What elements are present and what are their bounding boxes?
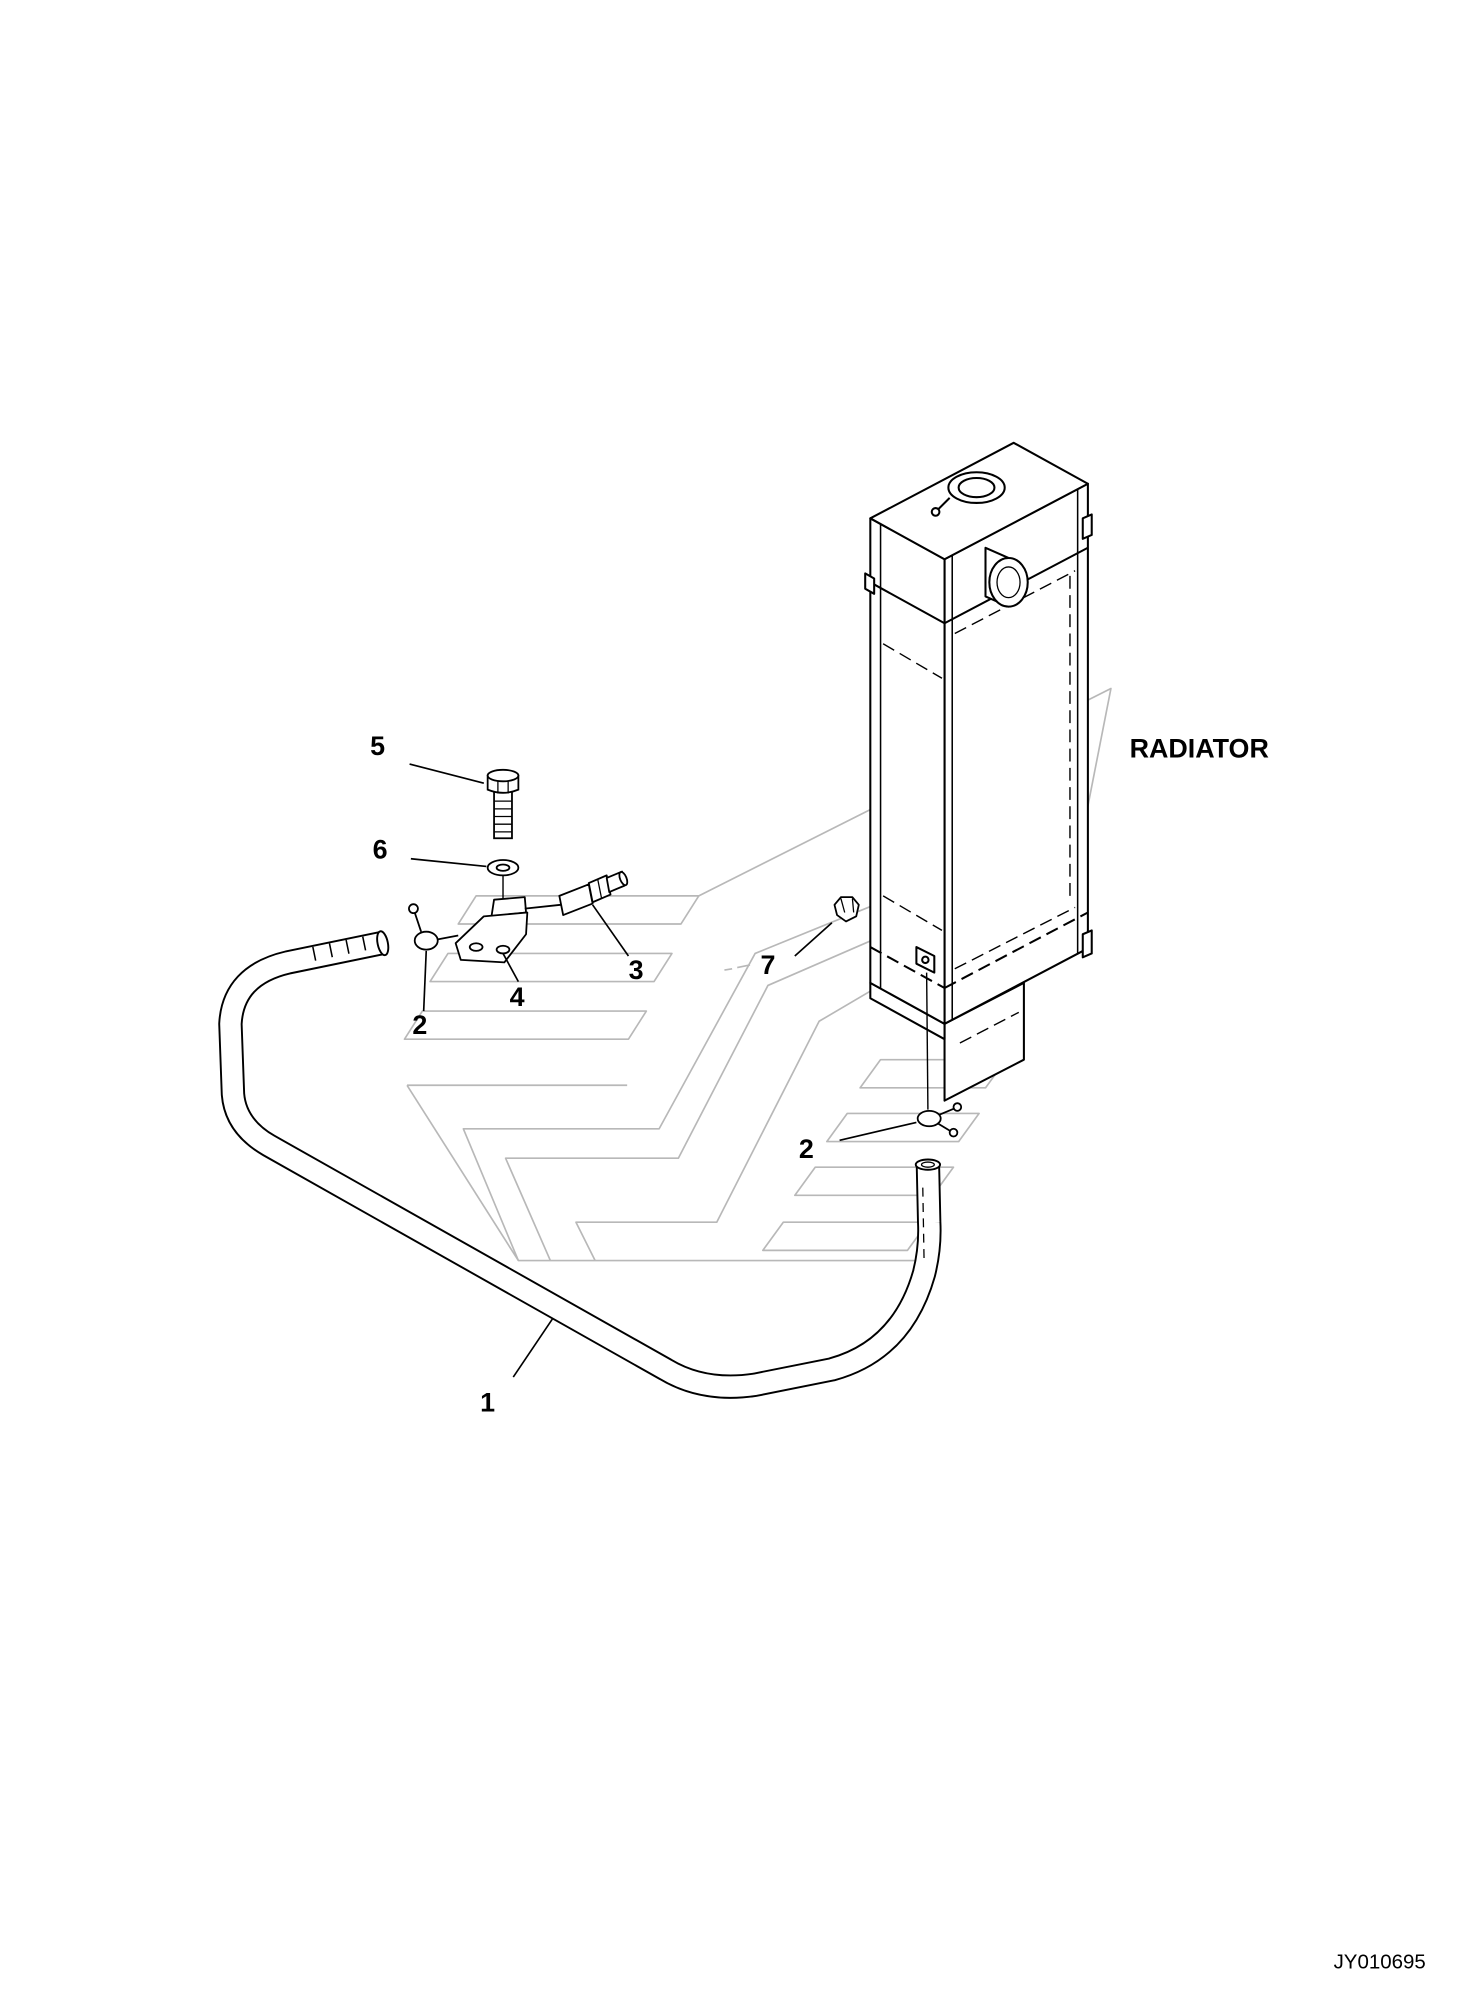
hose-clamp-lower (916, 1102, 963, 1138)
leader-line-3 (591, 904, 630, 957)
coolant-hose (218, 930, 942, 1399)
hose-marking (312, 936, 367, 961)
outlet-axis-line (925, 972, 929, 1110)
radiator-mount-tab-left (864, 572, 876, 595)
leader-line-2-upper (422, 950, 428, 1012)
leader-line-5 (409, 763, 485, 785)
bracket-hole (495, 944, 511, 955)
sensor-switch (524, 870, 629, 916)
hose-end-upper (376, 930, 390, 957)
radiator-cap (930, 471, 1006, 517)
leader-line-6 (410, 857, 487, 868)
radiator-inlet-pipe (984, 546, 1029, 608)
hose-clamp-upper (408, 903, 459, 951)
radiator (864, 441, 1093, 1102)
callout-2-lower: 2 (799, 1134, 814, 1164)
callout-6: 6 (373, 835, 388, 865)
plug (833, 896, 860, 923)
radiator-front-face (869, 517, 946, 1025)
bracket-hole (468, 942, 484, 952)
leader-line-7 (794, 922, 833, 957)
mounting-bracket (454, 896, 529, 964)
drawing-number: JY010695 (1334, 1950, 1426, 1973)
radiator-mount-tab-lower (1081, 929, 1093, 959)
hose-centerline (922, 1187, 925, 1261)
radiator-label: RADIATOR (1130, 734, 1269, 764)
callout-5: 5 (370, 731, 385, 761)
washer (486, 859, 520, 877)
hose-end-lower (914, 1158, 942, 1171)
radiator-mount-tab-upper (1081, 513, 1093, 540)
leader-line-4 (502, 953, 520, 983)
callout-1: 1 (480, 1388, 495, 1418)
callout-2-upper: 2 (412, 1010, 427, 1040)
leader-line-2-lower (839, 1121, 917, 1142)
callout-7: 7 (760, 950, 775, 980)
callout-4: 4 (510, 982, 525, 1012)
bolt (486, 768, 520, 840)
callout-3: 3 (629, 955, 644, 985)
leader-line-1 (512, 1317, 554, 1378)
